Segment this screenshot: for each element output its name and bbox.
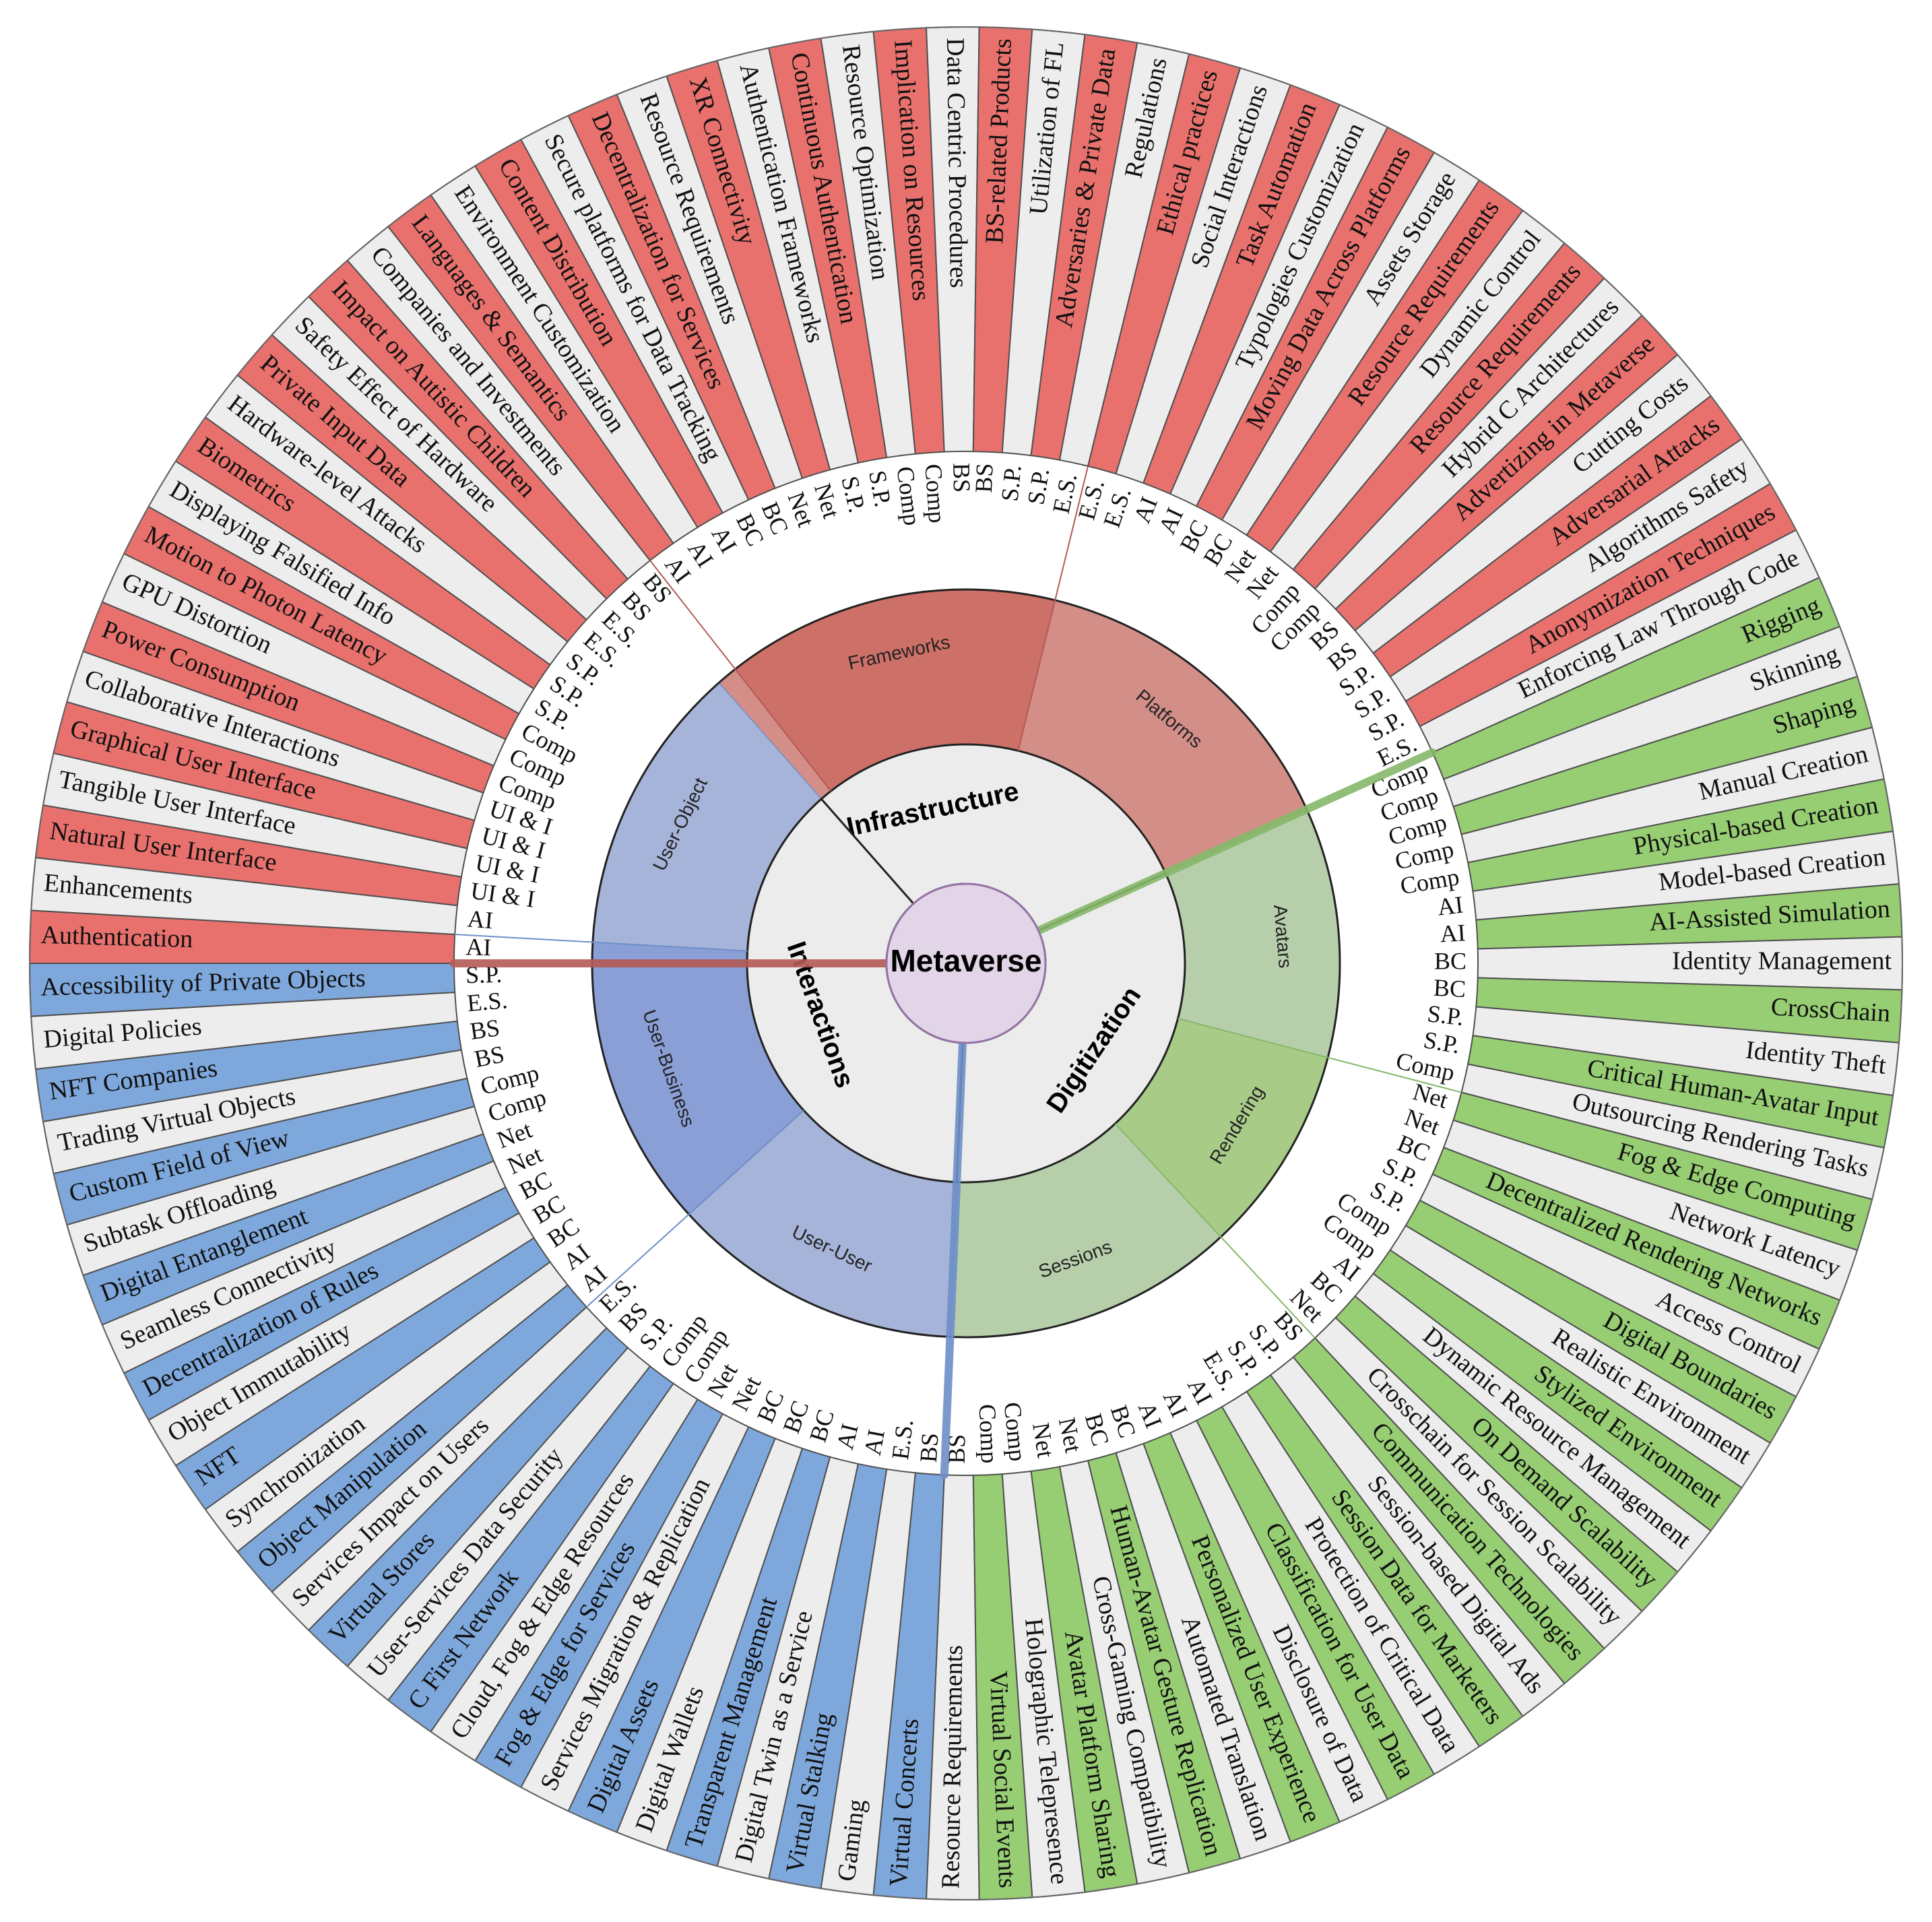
category-divider: [585, 1110, 804, 1308]
center-label: Metaverse: [890, 943, 1041, 978]
category-divider: [649, 560, 832, 792]
segment-code: Comp: [974, 1403, 1004, 1464]
category-divider: [455, 934, 748, 952]
segment-code: BC: [1434, 947, 1467, 974]
category-ring: HardwareFrameworksPlatformsAvatarsRender…: [591, 588, 1341, 1339]
segment-code: S.P.: [1426, 1000, 1465, 1031]
segment-code: E.S.: [466, 986, 509, 1017]
segment-code: AI: [465, 933, 492, 961]
segment-code: BC: [1433, 974, 1467, 1003]
segment-code: S.P.: [1421, 1026, 1462, 1059]
domain-connectors: [450, 466, 1462, 1479]
segment-code: AI: [1440, 919, 1467, 947]
segment-code: Net: [1027, 1421, 1060, 1460]
segment-code: S.P.: [996, 463, 1027, 503]
segment-label: Data Centric Procedures: [941, 38, 973, 288]
segment-code: S.P.: [1022, 466, 1054, 507]
segment-label: Resource Requirements: [936, 1645, 968, 1890]
domain-divider: [1034, 748, 1437, 935]
category-divider: [1017, 466, 1089, 751]
category-divider: [1178, 1017, 1462, 1093]
segment-code: Comp: [920, 463, 951, 524]
domain-divider: [940, 1038, 967, 1479]
outer-ring-outline: [29, 26, 1903, 1900]
center-node: Metaverse: [885, 883, 1047, 1044]
segment-code: BS: [468, 1014, 501, 1045]
segment-code: BS: [948, 463, 975, 493]
segment-label: CrossChain: [1770, 992, 1891, 1027]
segment-code: E.S.: [887, 1417, 918, 1461]
segment-label: Authentication: [40, 921, 193, 953]
segment-code: AI: [859, 1428, 890, 1458]
segment-code: BS: [472, 1040, 507, 1072]
segment-code: AI: [831, 1421, 864, 1452]
segment-code: Comp: [999, 1401, 1032, 1463]
segment-code: BS: [970, 463, 998, 494]
segment-code: AI: [1436, 891, 1464, 920]
segment-code: S.P.: [864, 468, 897, 509]
segment-label: Identity Management: [1672, 947, 1892, 975]
category-divider: [1114, 1123, 1316, 1339]
segment-code: AI: [466, 905, 494, 934]
segment-code: BS: [915, 1432, 944, 1464]
center-circle: [885, 883, 1047, 1044]
